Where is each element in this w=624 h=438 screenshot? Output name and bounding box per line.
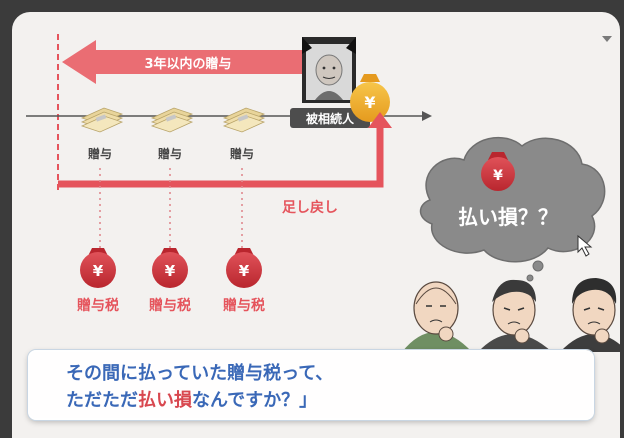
arrow-label: 3年以内の贈与 [144,56,231,72]
gift-tax-label-1: 贈与税 [77,297,119,314]
red-money-bag-icon: ¥ [152,248,188,288]
three-year-arrow [62,40,302,84]
person-middle [478,279,552,352]
addback-label: 足し戻し [282,199,338,216]
illustration: 3年以内の贈与 被相続人 ¥ [26,34,620,352]
thought-bag-yen: ¥ [493,168,503,184]
decedent-label-box [290,108,370,128]
subtitle-highlight: 払い損 [138,390,192,411]
subtitle-line-2-pre: ただただ [66,390,138,411]
thought-bubble [419,136,606,282]
money-stack-icon [222,107,266,133]
subtitle-line-2: ただただ払い損なんですか？」 [66,387,592,414]
decedent-label: 被相続人 [306,111,355,126]
money-stack-icon [150,107,194,133]
menu-chevron-icon[interactable] [602,36,612,42]
red-bag-yen-1: ¥ [93,262,104,280]
gift-label-1: 贈与 [88,146,112,161]
gift-tax-label-2: 贈与税 [149,297,191,314]
subtitle-line-2-post: なんですか？」 [192,390,318,411]
red-bag-yen-2: ¥ [165,262,176,280]
decedent-portrait [302,37,356,103]
red-money-bag-icon: ¥ [226,248,262,288]
timeline-arrowhead [422,111,432,121]
addback-arrow [58,112,392,188]
red-bag-yen-3: ¥ [239,262,250,280]
gift-label-2: 贈与 [158,146,182,161]
red-money-bag-icon: ¥ [80,248,116,288]
person-left [402,281,472,352]
subtitle-box: その間に払っていた贈与税って、 ただただ払い損なんですか？」 [28,350,594,420]
mouse-pointer-icon [577,234,593,257]
gift-label-3: 贈与 [230,146,254,161]
subtitle-line-1: その間に払っていた贈与税って、 [66,363,334,384]
person-right [560,278,620,352]
money-stack-icon [80,107,124,133]
gold-bag-yen: ¥ [364,93,375,112]
thought-money-bag-icon: ¥ [481,152,515,191]
gift-tax-label-3: 贈与税 [223,297,265,314]
thought-text: 払い損？？ [458,205,558,229]
